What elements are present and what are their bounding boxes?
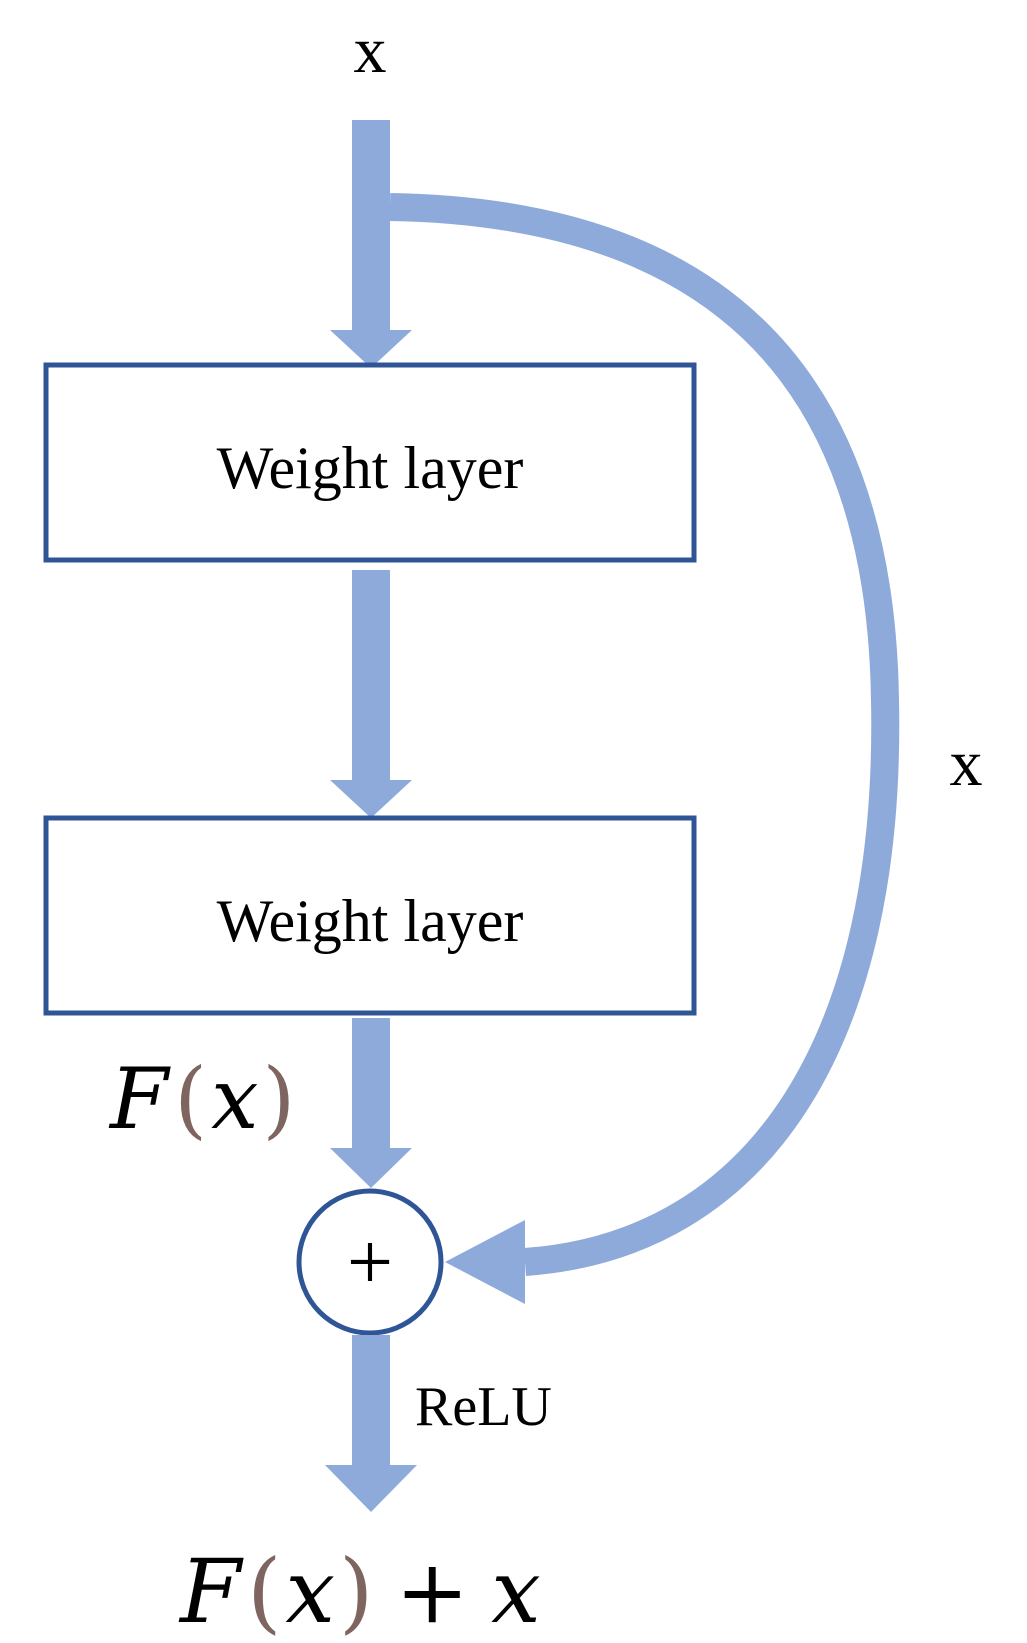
output-label: F(x)+x bbox=[178, 1540, 541, 1643]
arrow-head bbox=[325, 1465, 417, 1512]
arrow-shaft bbox=[352, 1018, 390, 1148]
residual-open-paren: ( bbox=[174, 1050, 207, 1148]
output-func: F bbox=[178, 1540, 244, 1643]
arrow-shaft bbox=[352, 570, 390, 780]
weight-layer-2-box bbox=[43, 815, 697, 1016]
skip-connection-arrowhead bbox=[445, 1220, 525, 1304]
weight-layer-1-label: Weight layer bbox=[217, 435, 524, 501]
residual-func: F bbox=[108, 1050, 171, 1148]
arrow-input-to-layer1 bbox=[330, 120, 412, 368]
output-var: x bbox=[285, 1540, 335, 1643]
activation-label: ReLU bbox=[415, 1376, 552, 1438]
arrow-head bbox=[330, 330, 412, 368]
skip-connection-curve bbox=[389, 193, 900, 1276]
weight-layer-1: Weight layer bbox=[43, 362, 697, 563]
weight-layer-2: Weight layer bbox=[43, 815, 697, 1016]
skip-connection bbox=[389, 193, 900, 1304]
residual-close-paren: ) bbox=[262, 1050, 295, 1148]
weight-layer-2-label: Weight layer bbox=[217, 888, 524, 954]
output-var2: x bbox=[491, 1540, 541, 1643]
output-plus: + bbox=[395, 1540, 469, 1643]
arrow-head bbox=[330, 780, 412, 818]
arrow-head bbox=[330, 1148, 412, 1188]
arrow-layer2-to-sum bbox=[330, 1018, 412, 1188]
arrow-shaft bbox=[352, 1335, 390, 1465]
sum-circle bbox=[296, 1188, 444, 1336]
weight-layer-1-box bbox=[43, 362, 697, 563]
arrow-shaft bbox=[352, 120, 390, 330]
input-label: x bbox=[354, 14, 387, 87]
residual-var: x bbox=[211, 1050, 258, 1148]
arrow-sum-to-output bbox=[325, 1335, 417, 1512]
sum-symbol: + bbox=[347, 1216, 393, 1307]
residual-label: F(x) bbox=[108, 1050, 295, 1148]
sum-node: + bbox=[296, 1188, 444, 1336]
output-open-paren: ( bbox=[247, 1540, 281, 1643]
skip-label: x bbox=[950, 727, 983, 800]
output-close-paren: ) bbox=[339, 1540, 373, 1643]
arrow-layer1-to-layer2 bbox=[330, 570, 412, 818]
